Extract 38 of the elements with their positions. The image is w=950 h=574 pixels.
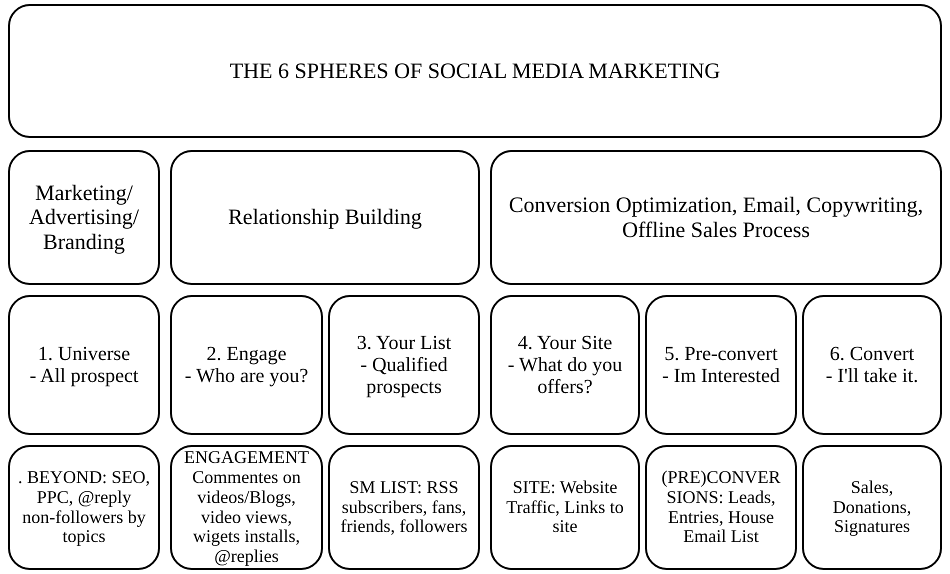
box-text: Relationship Building xyxy=(228,205,422,230)
box-text: - What do you offers? xyxy=(506,354,624,398)
box-text: - All prospect xyxy=(30,365,138,387)
box-text: Conversion Optimization, Email, Copywriting, Offline Sales Process xyxy=(508,193,924,242)
box-text: SITE: Website Traffic, Links to site xyxy=(505,478,625,538)
detail-box xyxy=(802,445,942,570)
stage-box xyxy=(170,295,323,435)
box-text: 6. Convert xyxy=(830,343,914,365)
detail-box xyxy=(490,445,640,570)
box-text: 4. Your Site xyxy=(518,332,612,354)
stage-box xyxy=(802,295,942,435)
box-text: SM LIST: RSS subscribers, fans, friends, followers xyxy=(340,478,468,538)
stage-box xyxy=(8,295,160,435)
detail-box xyxy=(645,445,797,570)
box-text: 1. Universe xyxy=(38,343,130,365)
box-text: - Who are you? xyxy=(184,365,308,387)
box-text: Sales, Donations, Signatures xyxy=(832,478,912,538)
detail-box xyxy=(328,445,480,570)
box-text: - Qualified prospects xyxy=(359,354,449,398)
box-text: - I'll take it. xyxy=(826,365,918,387)
box-text: Marketing/ Advertising/ Branding xyxy=(28,181,140,254)
detail-box xyxy=(170,445,323,570)
box-text: 3. Your List xyxy=(356,332,452,354)
category-box xyxy=(490,150,942,285)
box-text: 2. Engage xyxy=(206,343,286,365)
box-text: . BEYOND: SEO, PPC, @reply non-followers by topics xyxy=(18,468,150,548)
box-text: (PRE)CONVER SIONS: Leads, Entries, House Email List xyxy=(660,468,782,548)
stage-box xyxy=(490,295,640,435)
title-box xyxy=(8,4,942,138)
box-text: 5. Pre-convert xyxy=(664,343,778,365)
stage-box xyxy=(645,295,797,435)
stage-box xyxy=(328,295,480,435)
category-box xyxy=(170,150,480,285)
box-text: - Im Interested xyxy=(662,365,780,387)
title-text: THE 6 SPHERES OF SOCIAL MEDIA MARKETING xyxy=(230,58,720,84)
box-text: ENGAGEMENT Commentes on videos/Blogs, video views, wigets installs, @replies xyxy=(183,448,310,567)
category-box xyxy=(8,150,160,285)
detail-box xyxy=(8,445,160,570)
